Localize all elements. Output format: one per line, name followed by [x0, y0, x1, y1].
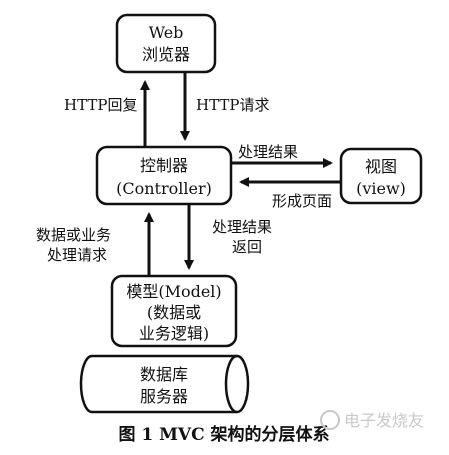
database-label-line2: 服务器 [140, 387, 188, 406]
controller-node: 控制器 (Controller) [95, 145, 233, 206]
view-box [339, 147, 423, 205]
process-result-return-label-line1: 处理结果 [212, 218, 272, 236]
view-label-line2: (view) [356, 179, 406, 198]
http-request-edge: HTTP请求 [180, 72, 269, 141]
view-node: 视图 (view) [339, 147, 423, 205]
watermark-logo-icon [320, 410, 340, 430]
web-browser-box [115, 13, 217, 74]
data-or-business-label-line2: 处理请求 [47, 246, 107, 264]
model-box [110, 274, 238, 348]
process-result-to-view-label: 处理结果 [238, 143, 298, 161]
controller-label-line2: (Controller) [116, 179, 212, 198]
http-reply-edge: HTTP回复 [64, 80, 150, 147]
watermark-label: 电子发烧友 [344, 411, 424, 430]
figure-caption: 图 1 MVC 架构的分层体系 [118, 424, 329, 445]
model-label-line3: 业务逻辑) [139, 324, 209, 343]
database-cylinder-face [224, 354, 238, 414]
web-browser-node: Web 浏览器 [115, 13, 217, 74]
process-result-return-edge: 处理结果 返回 [184, 204, 272, 270]
data-or-business-request-edge: 数据或业务 处理请求 [36, 212, 154, 276]
form-page-edge: 形成页面 [239, 177, 341, 210]
controller-box [95, 145, 233, 206]
http-request-label: HTTP请求 [196, 96, 269, 114]
process-result-return-label-line2: 返回 [232, 238, 262, 256]
data-or-business-label-line1: 数据或业务 [36, 226, 111, 244]
model-node: 模型(Model) (数据或 业务逻辑) [110, 274, 238, 348]
web-browser-label-line2: 浏览器 [142, 45, 190, 64]
form-page-label: 形成页面 [272, 192, 332, 210]
process-result-to-view-edge: 处理结果 [231, 143, 333, 168]
view-label-line1: 视图 [365, 157, 397, 176]
site-watermark: 电子发烧友 [320, 410, 424, 430]
database-server-node: 数据库 服务器 [79, 354, 250, 414]
model-label-line2: (数据或 [147, 303, 201, 322]
web-browser-label-line1: Web [149, 23, 184, 42]
http-reply-label: HTTP回复 [64, 96, 137, 114]
database-label-line1: 数据库 [140, 365, 188, 384]
controller-label-line1: 控制器 [140, 156, 188, 175]
model-label-line1: 模型(Model) [126, 282, 221, 301]
